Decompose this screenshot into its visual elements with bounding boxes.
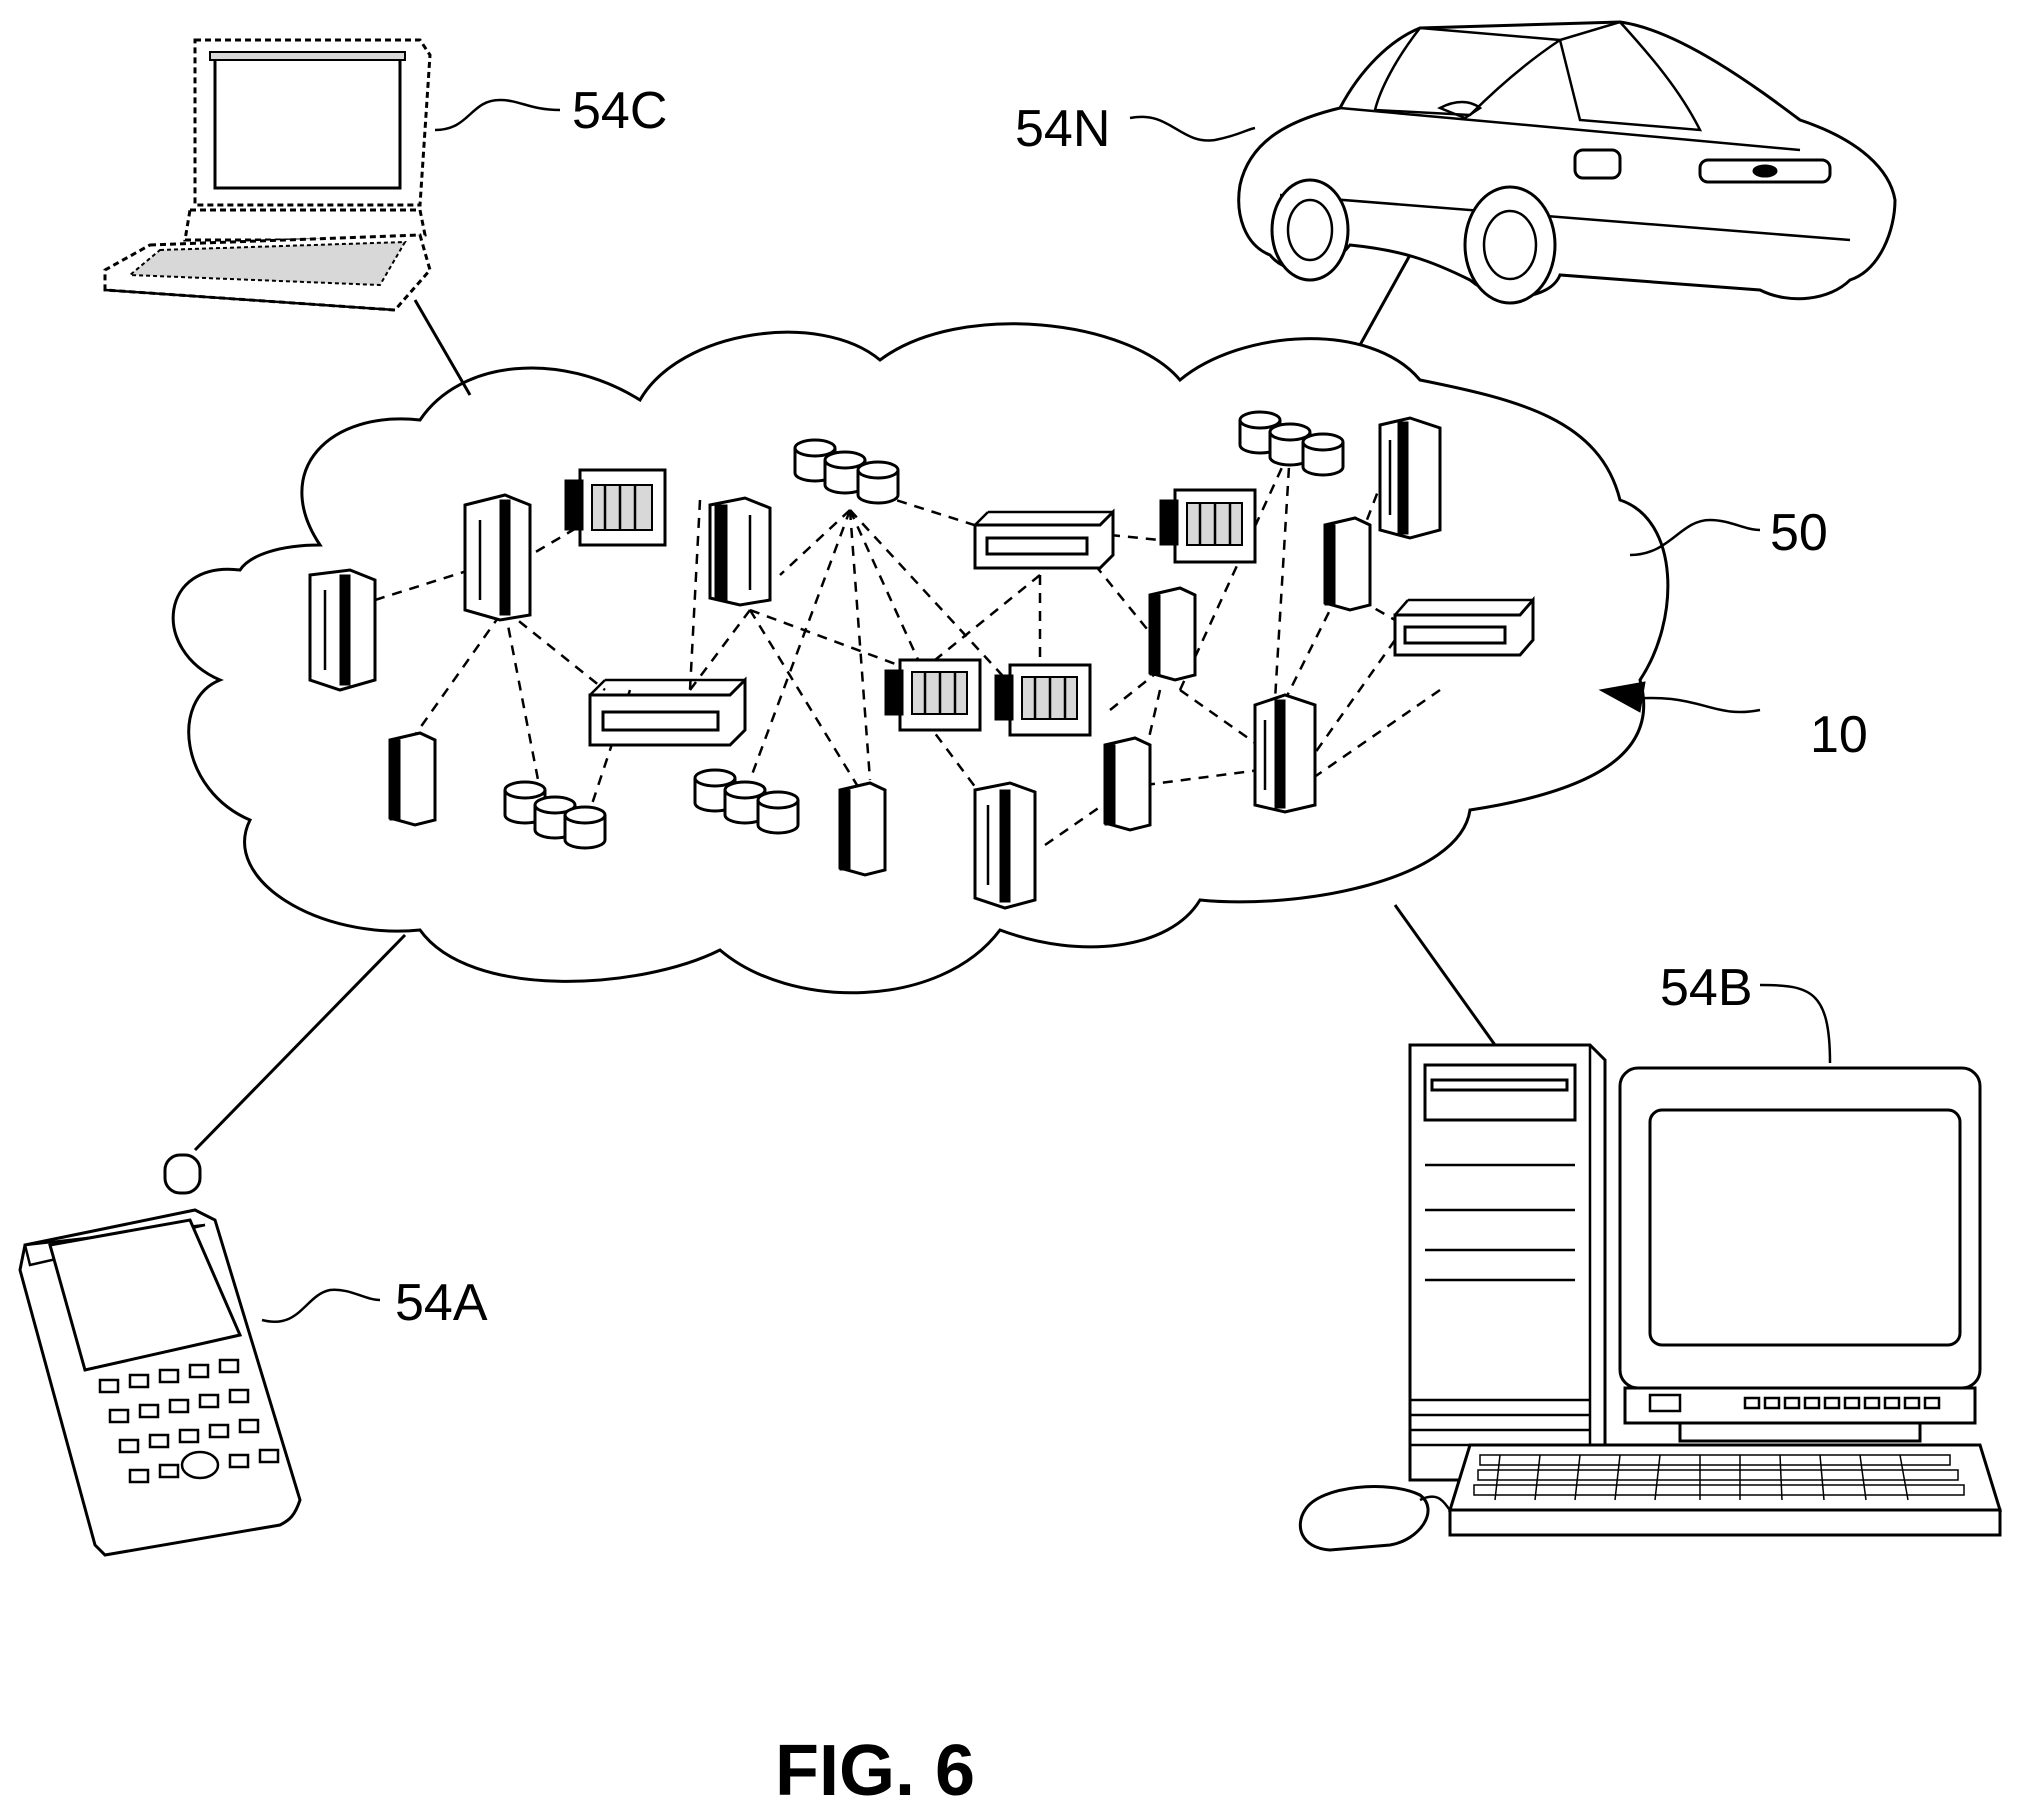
laptop-device [105,40,430,310]
server-node [1325,518,1370,610]
server-node [710,498,770,605]
cloud-outline [173,324,1668,993]
phone-device [20,1155,300,1555]
server-node [840,783,885,875]
printer-node [995,665,1090,735]
label-10: 10 [1810,706,1868,764]
car-link [1360,255,1410,345]
desktop-device [1300,1045,2000,1550]
server-node [975,783,1035,908]
keyboard-keys [1474,1455,1964,1500]
switch-node [1395,600,1533,655]
laptop-link [415,300,470,395]
printer-node [1160,490,1255,562]
server-node [465,495,530,620]
arrowhead-10 [1600,682,1645,712]
storage-node [695,770,798,833]
server-node [1255,695,1315,812]
server-node [310,570,375,690]
label-54b: 54B [1660,959,1753,1017]
printer-node [885,660,980,730]
storage-node [795,440,898,503]
car-device [1239,22,1895,303]
switch-node [590,680,745,745]
storage-node [505,782,605,848]
label-50: 50 [1770,504,1828,562]
figure-caption: FIG. 6 [775,1731,975,1811]
leader-54b [1760,985,1830,1063]
printer-node [565,470,665,545]
label-54a: 54A [395,1274,488,1332]
label-54c: 54C [572,82,667,140]
server-node [1105,738,1150,830]
leader-50 [1630,520,1760,555]
leader-54a [262,1290,380,1322]
server-node [1150,588,1195,680]
label-54n: 54N [1015,100,1110,158]
leader-54c [435,100,560,130]
server-node [390,733,435,825]
leader-54n [1130,117,1255,141]
desktop-link [1395,905,1495,1045]
switch-node [975,512,1113,568]
phone-link [195,935,405,1150]
server-node [1380,418,1440,538]
storage-node [1240,412,1343,475]
